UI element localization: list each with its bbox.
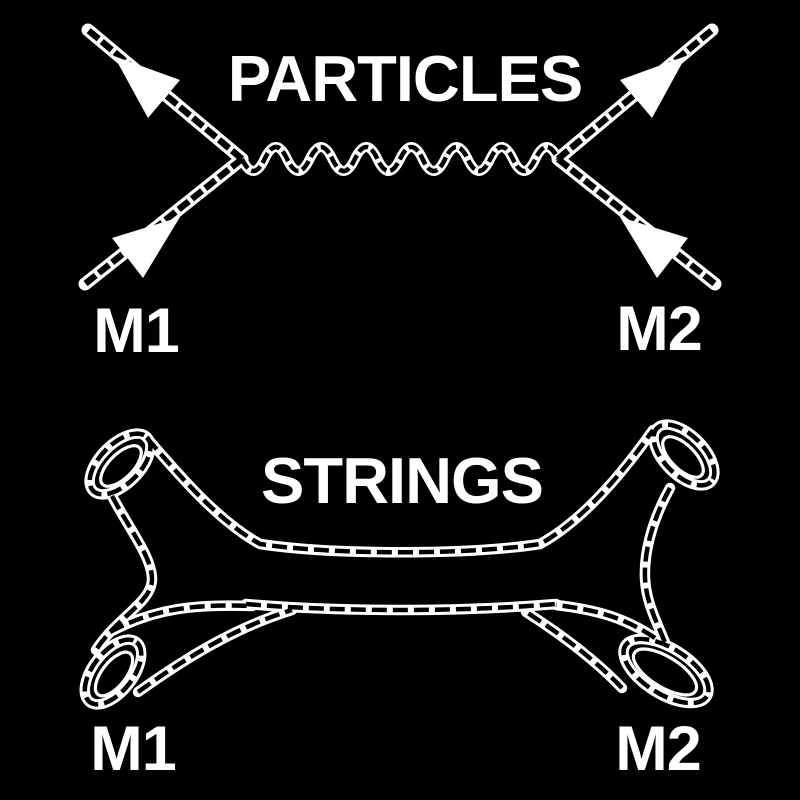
strings-label-m1: M1: [90, 714, 176, 784]
wavy-exchange-line-core: [239, 144, 561, 174]
tube-opening-top-left-core: [87, 431, 153, 497]
particles-label-m1: M1: [93, 296, 179, 366]
tube-opening-top-right-core: [651, 422, 717, 488]
tube-rim-bottom-left: [93, 650, 135, 698]
tube-edge-bottom-right-upper: [550, 599, 661, 644]
tube-edge-bottom-left-lower-core: [136, 607, 293, 694]
worldsheet-diagram: [79, 419, 720, 710]
tube-edge-bottom-left-upper-core: [108, 603, 253, 634]
tube-opening-top-right: [648, 419, 720, 491]
tube-rim-top-right: [661, 435, 705, 479]
arrowhead-incoming-m1-icon: [112, 217, 180, 278]
arrowhead-outgoing-m2-icon: [620, 56, 686, 118]
tube-edge-bottom-right-lower-core: [524, 610, 624, 690]
tube-opening-bottom-left-core: [82, 637, 144, 707]
tube-opening-top-left: [84, 428, 156, 500]
particles-title: PARTICLES: [228, 42, 583, 115]
strings-title: STRINGS: [261, 444, 543, 517]
tube-edge-bottom-left-lower: [132, 604, 298, 698]
worldsheet-top-edge-core: [145, 428, 655, 555]
tube-opening-bottom-right-core: [621, 636, 711, 706]
worldsheet-right-inner-edge-core: [642, 486, 672, 646]
strings-label-m2: M2: [615, 714, 701, 784]
arrowhead-outgoing-m1-icon: [114, 56, 180, 118]
tube-rim-bottom-right: [631, 647, 699, 697]
worldsheet-bottom-seam-core: [245, 601, 557, 613]
tube-rim-top-left: [99, 444, 143, 488]
arrowhead-incoming-m2-icon: [620, 217, 688, 278]
feynman-diagram: [78, 23, 722, 291]
incoming-line-m2: [551, 152, 722, 291]
particles-label-m2: M2: [616, 294, 702, 364]
tube-edge-bottom-right-upper-core: [555, 602, 657, 640]
worldsheet-left-inner-edge-core: [94, 494, 155, 652]
incoming-line-m1: [78, 152, 249, 291]
tube-edge-bottom-right-lower: [520, 606, 628, 694]
